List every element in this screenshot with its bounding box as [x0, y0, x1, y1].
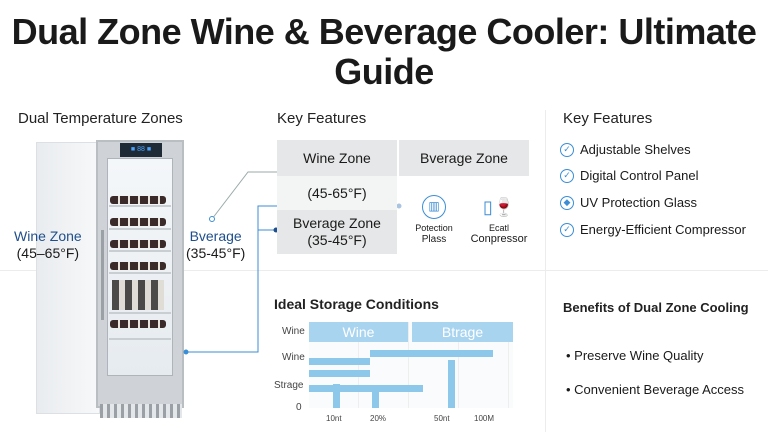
fridge-glass-icon: ▯🍷	[482, 197, 516, 217]
beverage-zone-header: Bverage Zone	[399, 140, 529, 176]
wine-zone-header: Wine Zone	[277, 140, 397, 176]
chart-bar-horizontal	[309, 370, 371, 377]
x-tick: 10nt	[326, 414, 342, 423]
check-icon: ✓	[560, 142, 574, 157]
beverage-zone-range: (35-45°F)	[186, 245, 246, 261]
chart-bar-horizontal	[370, 350, 493, 357]
control-panel-display: ■ 88 ■	[120, 143, 162, 157]
beverage-zone-label: Bverage	[189, 228, 242, 244]
chart-bar-horizontal	[309, 385, 424, 392]
beverage-zone-range-cell: (35-45°F)	[307, 232, 367, 248]
chart-title: Ideal Storage Conditions	[274, 296, 439, 312]
chart-bar-vertical	[333, 384, 341, 408]
check-icon: ✓	[560, 222, 574, 237]
chart-header-wine: Wine	[309, 322, 408, 342]
x-tick: 100M	[474, 414, 495, 423]
benefit-item: • Convenient Beverage Access	[566, 382, 744, 397]
x-tick: 50nt	[434, 414, 450, 423]
feature-item: Adjustable Shelves	[580, 142, 691, 157]
storage-chart: Wine Btrage	[309, 322, 513, 408]
benefits-heading: Benefits of Dual Zone Cooling	[563, 300, 749, 315]
chart-bar-horizontal	[309, 358, 371, 365]
y-tick: 0	[296, 402, 302, 413]
key-features-heading-right: Key Features	[563, 110, 653, 127]
x-tick: 20%	[370, 414, 387, 423]
y-tick: Strage	[274, 380, 304, 391]
feature-item: Energy-Efficient Compressor	[580, 222, 746, 237]
chart-header-storage: Btrage	[412, 322, 513, 342]
y-tick: Wine	[282, 326, 305, 337]
wine-zone-label: Wine Zone	[14, 228, 82, 244]
chart-bar-vertical	[447, 360, 455, 408]
wine-zone-range-cell: (45-65°F)	[277, 176, 397, 210]
page-title: Dual Zone Wine & Beverage Cooler: Ultima…	[11, 11, 757, 92]
feature-item: UV Protection Glass	[580, 195, 698, 210]
beverage-zone-cell: Bverage Zone	[293, 215, 381, 231]
zones-heading: Dual Temperature Zones	[18, 110, 183, 127]
y-tick: Wine	[282, 352, 305, 363]
diamond-icon: ◆	[560, 195, 574, 210]
key-features-heading-center: Key Features	[277, 110, 367, 127]
feature-item: Digital Control Panel	[580, 168, 699, 183]
wine-zone-range: (45–65°F)	[16, 245, 80, 261]
chart-bar-vertical	[372, 391, 380, 408]
check-icon: ✓	[560, 168, 574, 183]
benefit-item: • Preserve Wine Quality	[566, 348, 704, 363]
bar-chart-icon: ▥	[422, 195, 446, 219]
